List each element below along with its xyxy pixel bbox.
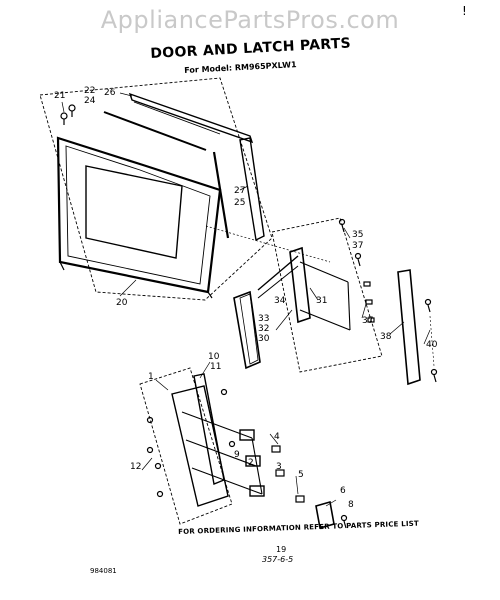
cam-part-6 xyxy=(315,500,335,530)
screw-part-8 xyxy=(340,514,348,529)
callout-37-lower: 37 xyxy=(362,316,374,326)
callout-4: 4 xyxy=(274,432,280,442)
callout-32: 32 xyxy=(258,324,270,334)
hinge-bracket-part-34 xyxy=(289,246,351,331)
hinge-rod-part-10 xyxy=(193,373,225,485)
callout-30: 30 xyxy=(258,334,270,344)
callout-24: 24 xyxy=(84,96,96,106)
callout-12: 12 xyxy=(130,462,142,472)
callout-8: 8 xyxy=(348,500,354,510)
callout-leader-lines xyxy=(61,92,431,507)
door-panel-outline xyxy=(39,77,273,301)
callout-35: 35 xyxy=(352,230,364,240)
callout-34: 34 xyxy=(274,296,286,306)
rollers-part-4 xyxy=(271,445,305,503)
callout-27: 27 xyxy=(234,186,246,196)
callout-22: 22 xyxy=(84,86,96,96)
callout-1: 1 xyxy=(148,372,154,382)
callout-11: 11 xyxy=(210,362,222,372)
callout-33: 33 xyxy=(258,314,270,324)
callout-9: 9 xyxy=(234,450,240,460)
assembly-axis-line xyxy=(205,225,331,263)
revision-code: 357-6-5 xyxy=(262,555,294,564)
side-trim-strip-part-27 xyxy=(212,137,265,242)
callout-2: 2 xyxy=(248,458,254,468)
corner-mark: ! xyxy=(462,4,467,18)
page-number: 19 xyxy=(276,545,287,554)
latch-channel-part-33 xyxy=(233,290,261,370)
screws-part-12 xyxy=(146,416,164,498)
latch-arm-part-31 xyxy=(257,255,299,299)
screws-parts-21-22 xyxy=(60,104,76,125)
callout-10: 10 xyxy=(208,352,220,362)
door-frame-part-20 xyxy=(56,136,222,299)
screws-part-40 xyxy=(424,298,438,383)
latch-bar-part-38 xyxy=(397,269,421,386)
callout-38: 38 xyxy=(380,332,392,342)
pins-part-37 xyxy=(363,281,375,323)
callout-26: 26 xyxy=(104,88,116,98)
watermark-text: AppliancePartsPros.com xyxy=(100,6,400,34)
callout-25: 25 xyxy=(234,198,246,208)
hinge-plate-dashed-outline xyxy=(271,217,383,373)
latch-blocks-part-2 xyxy=(239,429,265,497)
callout-31: 31 xyxy=(316,296,328,306)
screws-part-35 xyxy=(338,218,362,267)
screw-part-9 xyxy=(220,388,236,448)
callout-40: 40 xyxy=(426,340,438,350)
callout-37-upper: 37 xyxy=(352,241,364,251)
callout-6: 6 xyxy=(340,486,346,496)
callout-20: 20 xyxy=(116,298,128,308)
callout-5: 5 xyxy=(298,470,304,480)
top-trim-strip-part-26 xyxy=(103,92,254,151)
callout-3: 3 xyxy=(276,462,282,472)
callout-21: 21 xyxy=(54,91,66,101)
document-number: 984081 xyxy=(90,567,117,575)
